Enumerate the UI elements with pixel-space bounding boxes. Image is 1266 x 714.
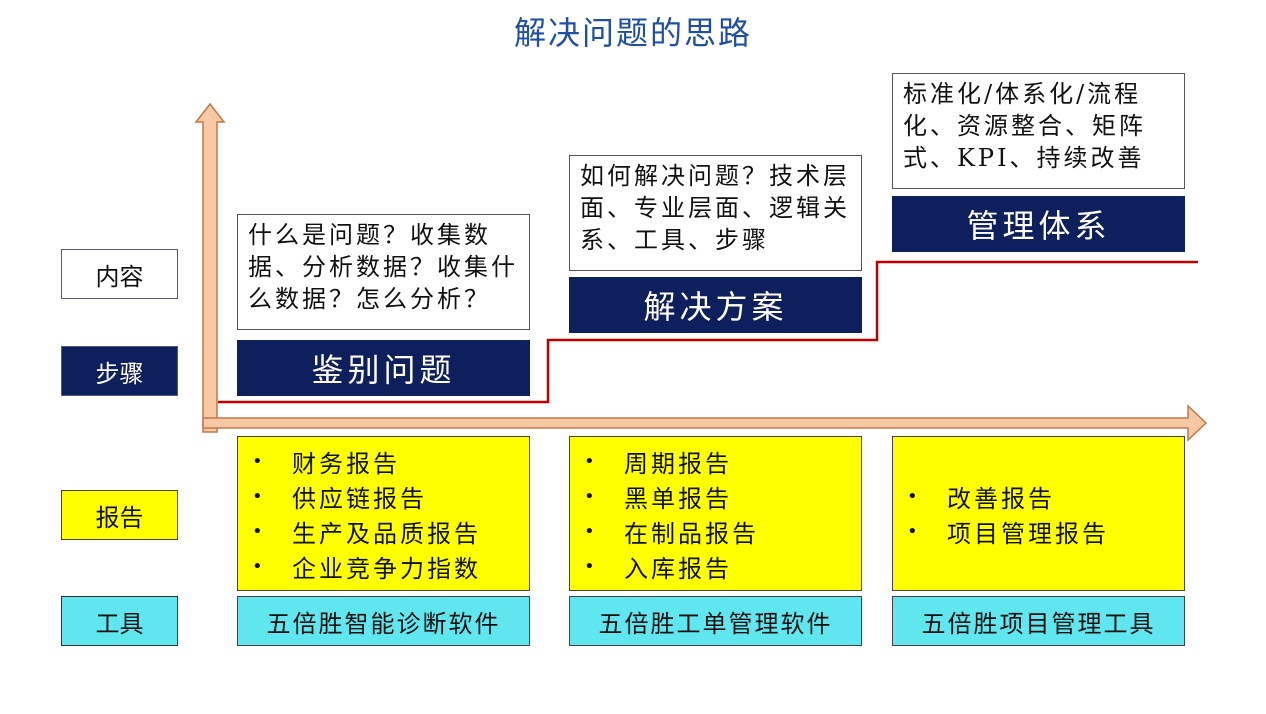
progress-stair-line <box>218 260 1198 404</box>
row-label-tools: 工具 <box>61 596 178 646</box>
stage-3-reports: •改善报告 •项目管理报告 <box>892 436 1185 591</box>
stage-2-content: 如何解决问题？技术层面、专业层面、逻辑关系、工具、步骤 <box>569 155 862 271</box>
list-item: •周期报告 <box>584 449 732 478</box>
list-item: •企业竞争力指数 <box>252 554 481 583</box>
stage-3-content: 标准化/体系化/流程化、资源整合、矩阵式、KPI、持续改善 <box>892 73 1185 189</box>
stage-1-reports: •财务报告 •供应链报告 •生产及品质报告 •企业竞争力指数 <box>237 436 530 591</box>
stage-1-content: 什么是问题？收集数据、分析数据？收集什么数据？怎么分析？ <box>237 214 530 330</box>
stage-3-step: 管理体系 <box>892 196 1185 252</box>
stage-3-tool: 五倍胜项目管理工具 <box>892 596 1185 646</box>
list-item: •入库报告 <box>584 554 732 583</box>
page-title: 解决问题的思路 <box>513 14 752 52</box>
stage-1-step: 鉴别问题 <box>237 340 530 396</box>
vertical-arrow <box>194 102 226 433</box>
stage-2-tool: 五倍胜工单管理软件 <box>569 596 862 646</box>
row-label-steps: 步骤 <box>61 346 178 396</box>
stage-2-step: 解决方案 <box>569 277 862 333</box>
row-label-reports: 报告 <box>61 490 178 540</box>
horizontal-arrow <box>202 404 1208 442</box>
stage-2-reports: •周期报告 •黑单报告 •在制品报告 •入库报告 <box>569 436 862 591</box>
list-item: •改善报告 <box>907 484 1055 513</box>
list-item: •供应链报告 <box>252 484 427 513</box>
stage-1-tool: 五倍胜智能诊断软件 <box>237 596 530 646</box>
list-item: •黑单报告 <box>584 484 732 513</box>
list-item: •财务报告 <box>252 449 400 478</box>
list-item: •生产及品质报告 <box>252 519 481 548</box>
row-label-content: 内容 <box>61 249 178 299</box>
list-item: •在制品报告 <box>584 519 759 548</box>
list-item: •项目管理报告 <box>907 519 1109 548</box>
